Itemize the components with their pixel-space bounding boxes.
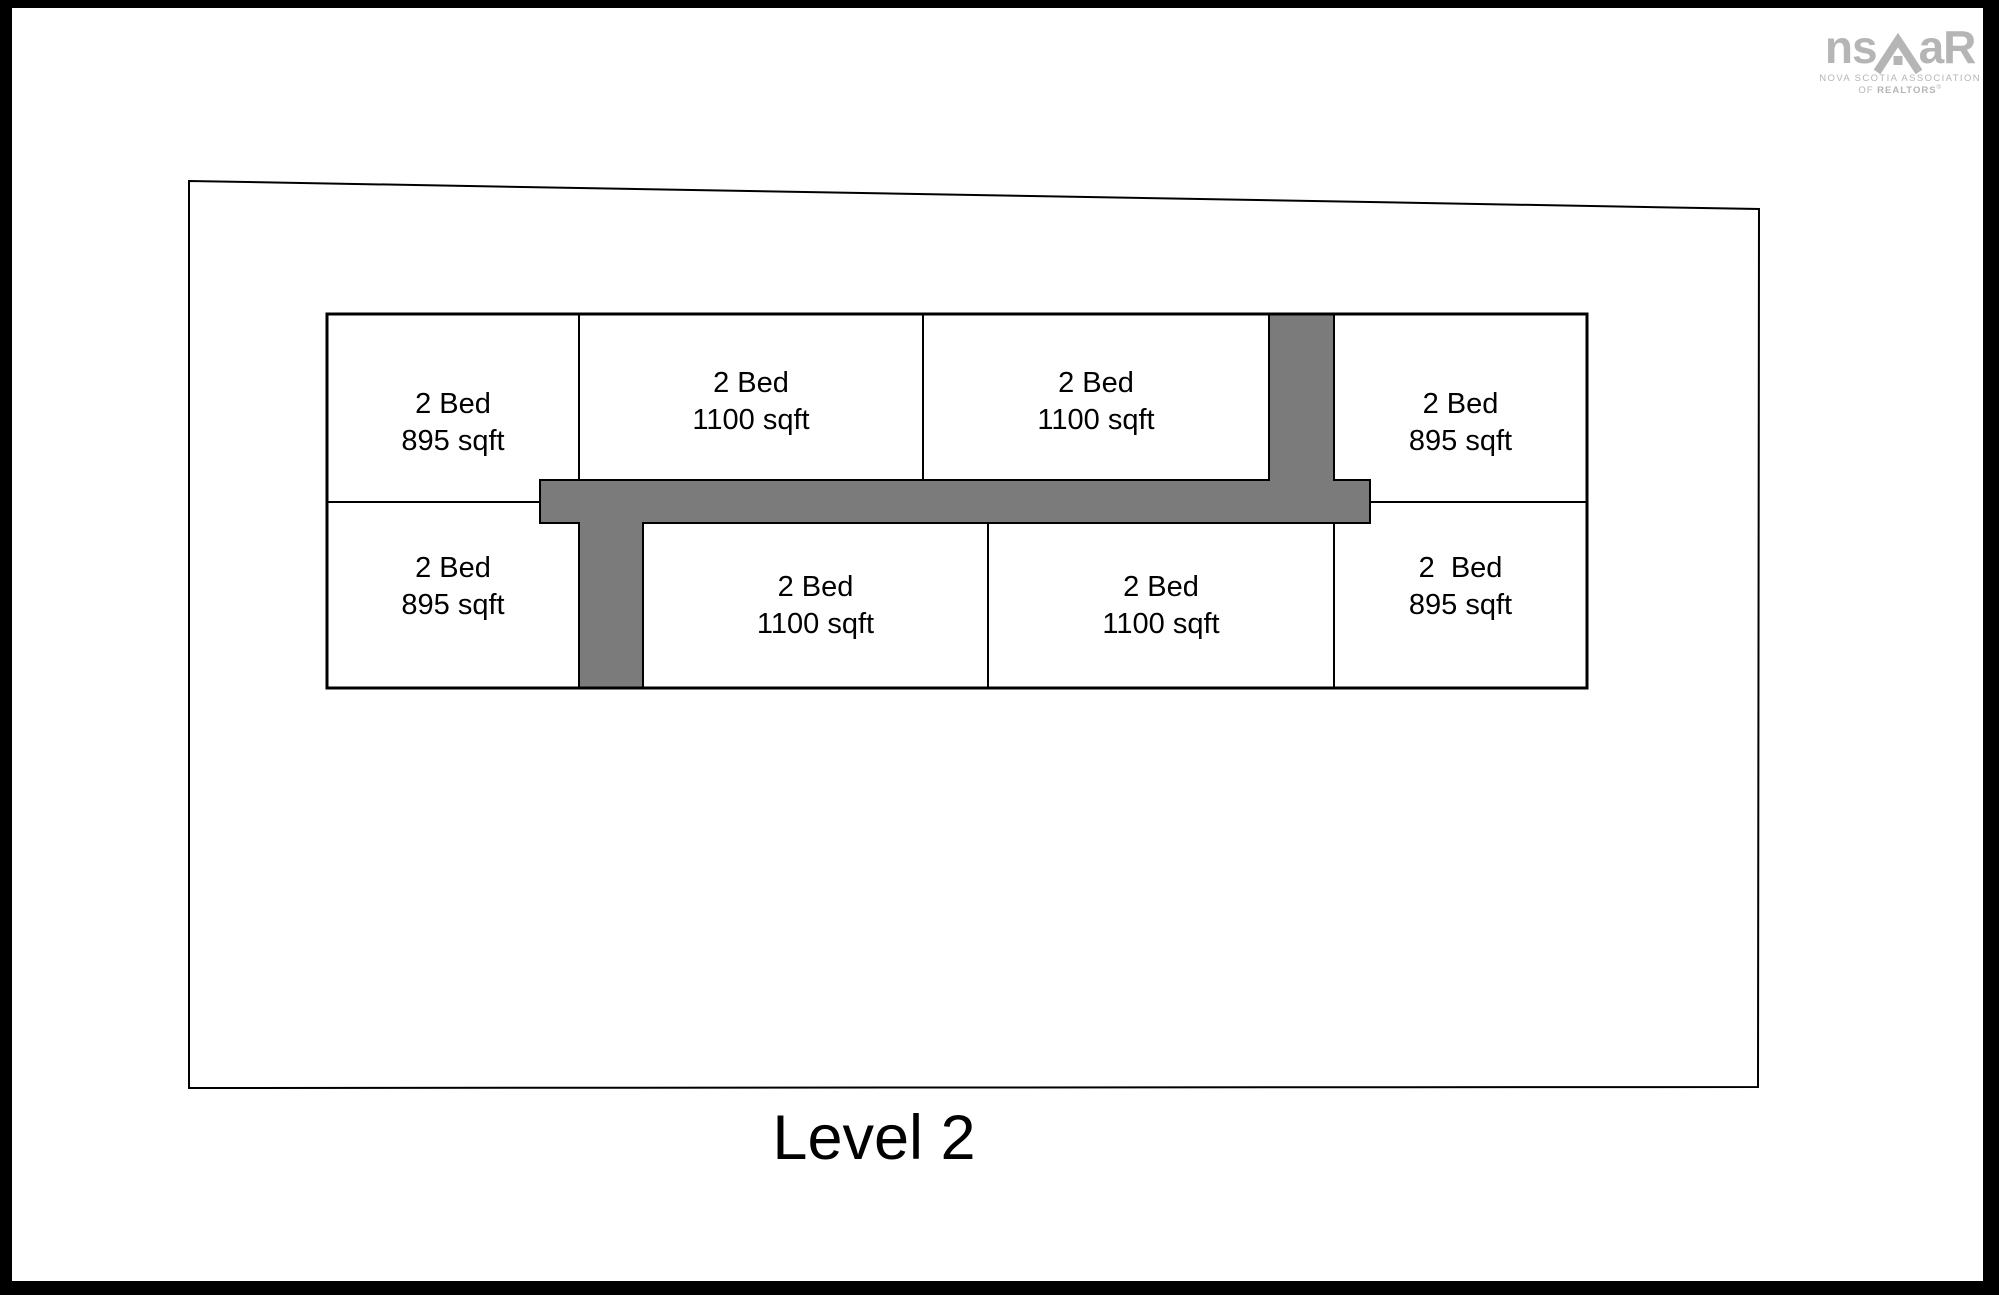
unit-area: 895 sqft [1408, 425, 1513, 457]
unit-box-top-center-left [578, 313, 924, 481]
registered-mark: ® [1936, 85, 1942, 91]
unit-area: 1100 sqft [1037, 404, 1155, 436]
unit-label-bottom-right: 2 Bed 895 sqft [1334, 502, 1587, 688]
unit-beds: 2 Bed [1418, 552, 1503, 584]
logo-caption-line1: NOVA SCOTIA ASSOCIATION [1819, 73, 1981, 84]
unit-box-bottom-right [1333, 501, 1588, 689]
unit-label-bottom-center-right: 2 Bed 1100 sqft [988, 523, 1334, 688]
unit-label-top-right: 2 Bed 895 sqft [1334, 314, 1587, 502]
page-title: Level 2 [772, 1103, 976, 1173]
caption-realtors: REALTORS [1877, 85, 1937, 96]
unit-area: 1100 sqft [1102, 607, 1220, 640]
building-outer-border [325, 312, 1589, 690]
house-roof-icon [1873, 32, 1922, 74]
unit-label-top-center-left: 2 Bed 1100 sqft [579, 314, 923, 480]
unit-label-top-left: 2 Bed 895 sqft [327, 314, 579, 502]
unit-beds: 2 Bed [1123, 570, 1199, 603]
unit-label-bottom-left: 2 Bed 895 sqft [327, 502, 579, 688]
unit-area: 895 sqft [401, 589, 505, 621]
unit-beds: 2 Bed [1058, 367, 1134, 399]
unit-beds: 2 Bed [415, 388, 491, 420]
unit-area: 895 sqft [1408, 589, 1513, 621]
wordmark-left: ns [1824, 21, 1878, 73]
logo-caption-line2: OF REALTORS® [1858, 85, 1942, 96]
unit-label-top-center-right: 2 Bed 1100 sqft [923, 314, 1269, 480]
unit-beds: 2 Bed [777, 570, 854, 603]
unit-area: 1100 sqft [756, 607, 875, 640]
unit-label-bottom-center-left: 2 Bed 1100 sqft [643, 523, 988, 688]
nsar-wordmark: ns aR [1824, 21, 1977, 74]
nsar-logo: ns aR NOVA SCOTIA ASSOCIATION OF REALTOR… [1819, 24, 1981, 96]
unit-beds: 2 Bed [713, 367, 789, 399]
unit-area: 1100 sqft [692, 404, 810, 436]
unit-area: 895 sqft [401, 425, 505, 457]
wordmark-right: aR [1918, 21, 1977, 73]
property-outline [188, 179, 1761, 1090]
caption-of: OF [1858, 85, 1878, 96]
unit-box-bottom-center-left [642, 522, 989, 689]
unit-boxes [326, 313, 1588, 689]
unit-beds: 2 Bed [415, 552, 491, 584]
unit-beds: 2 Bed [1422, 388, 1499, 420]
